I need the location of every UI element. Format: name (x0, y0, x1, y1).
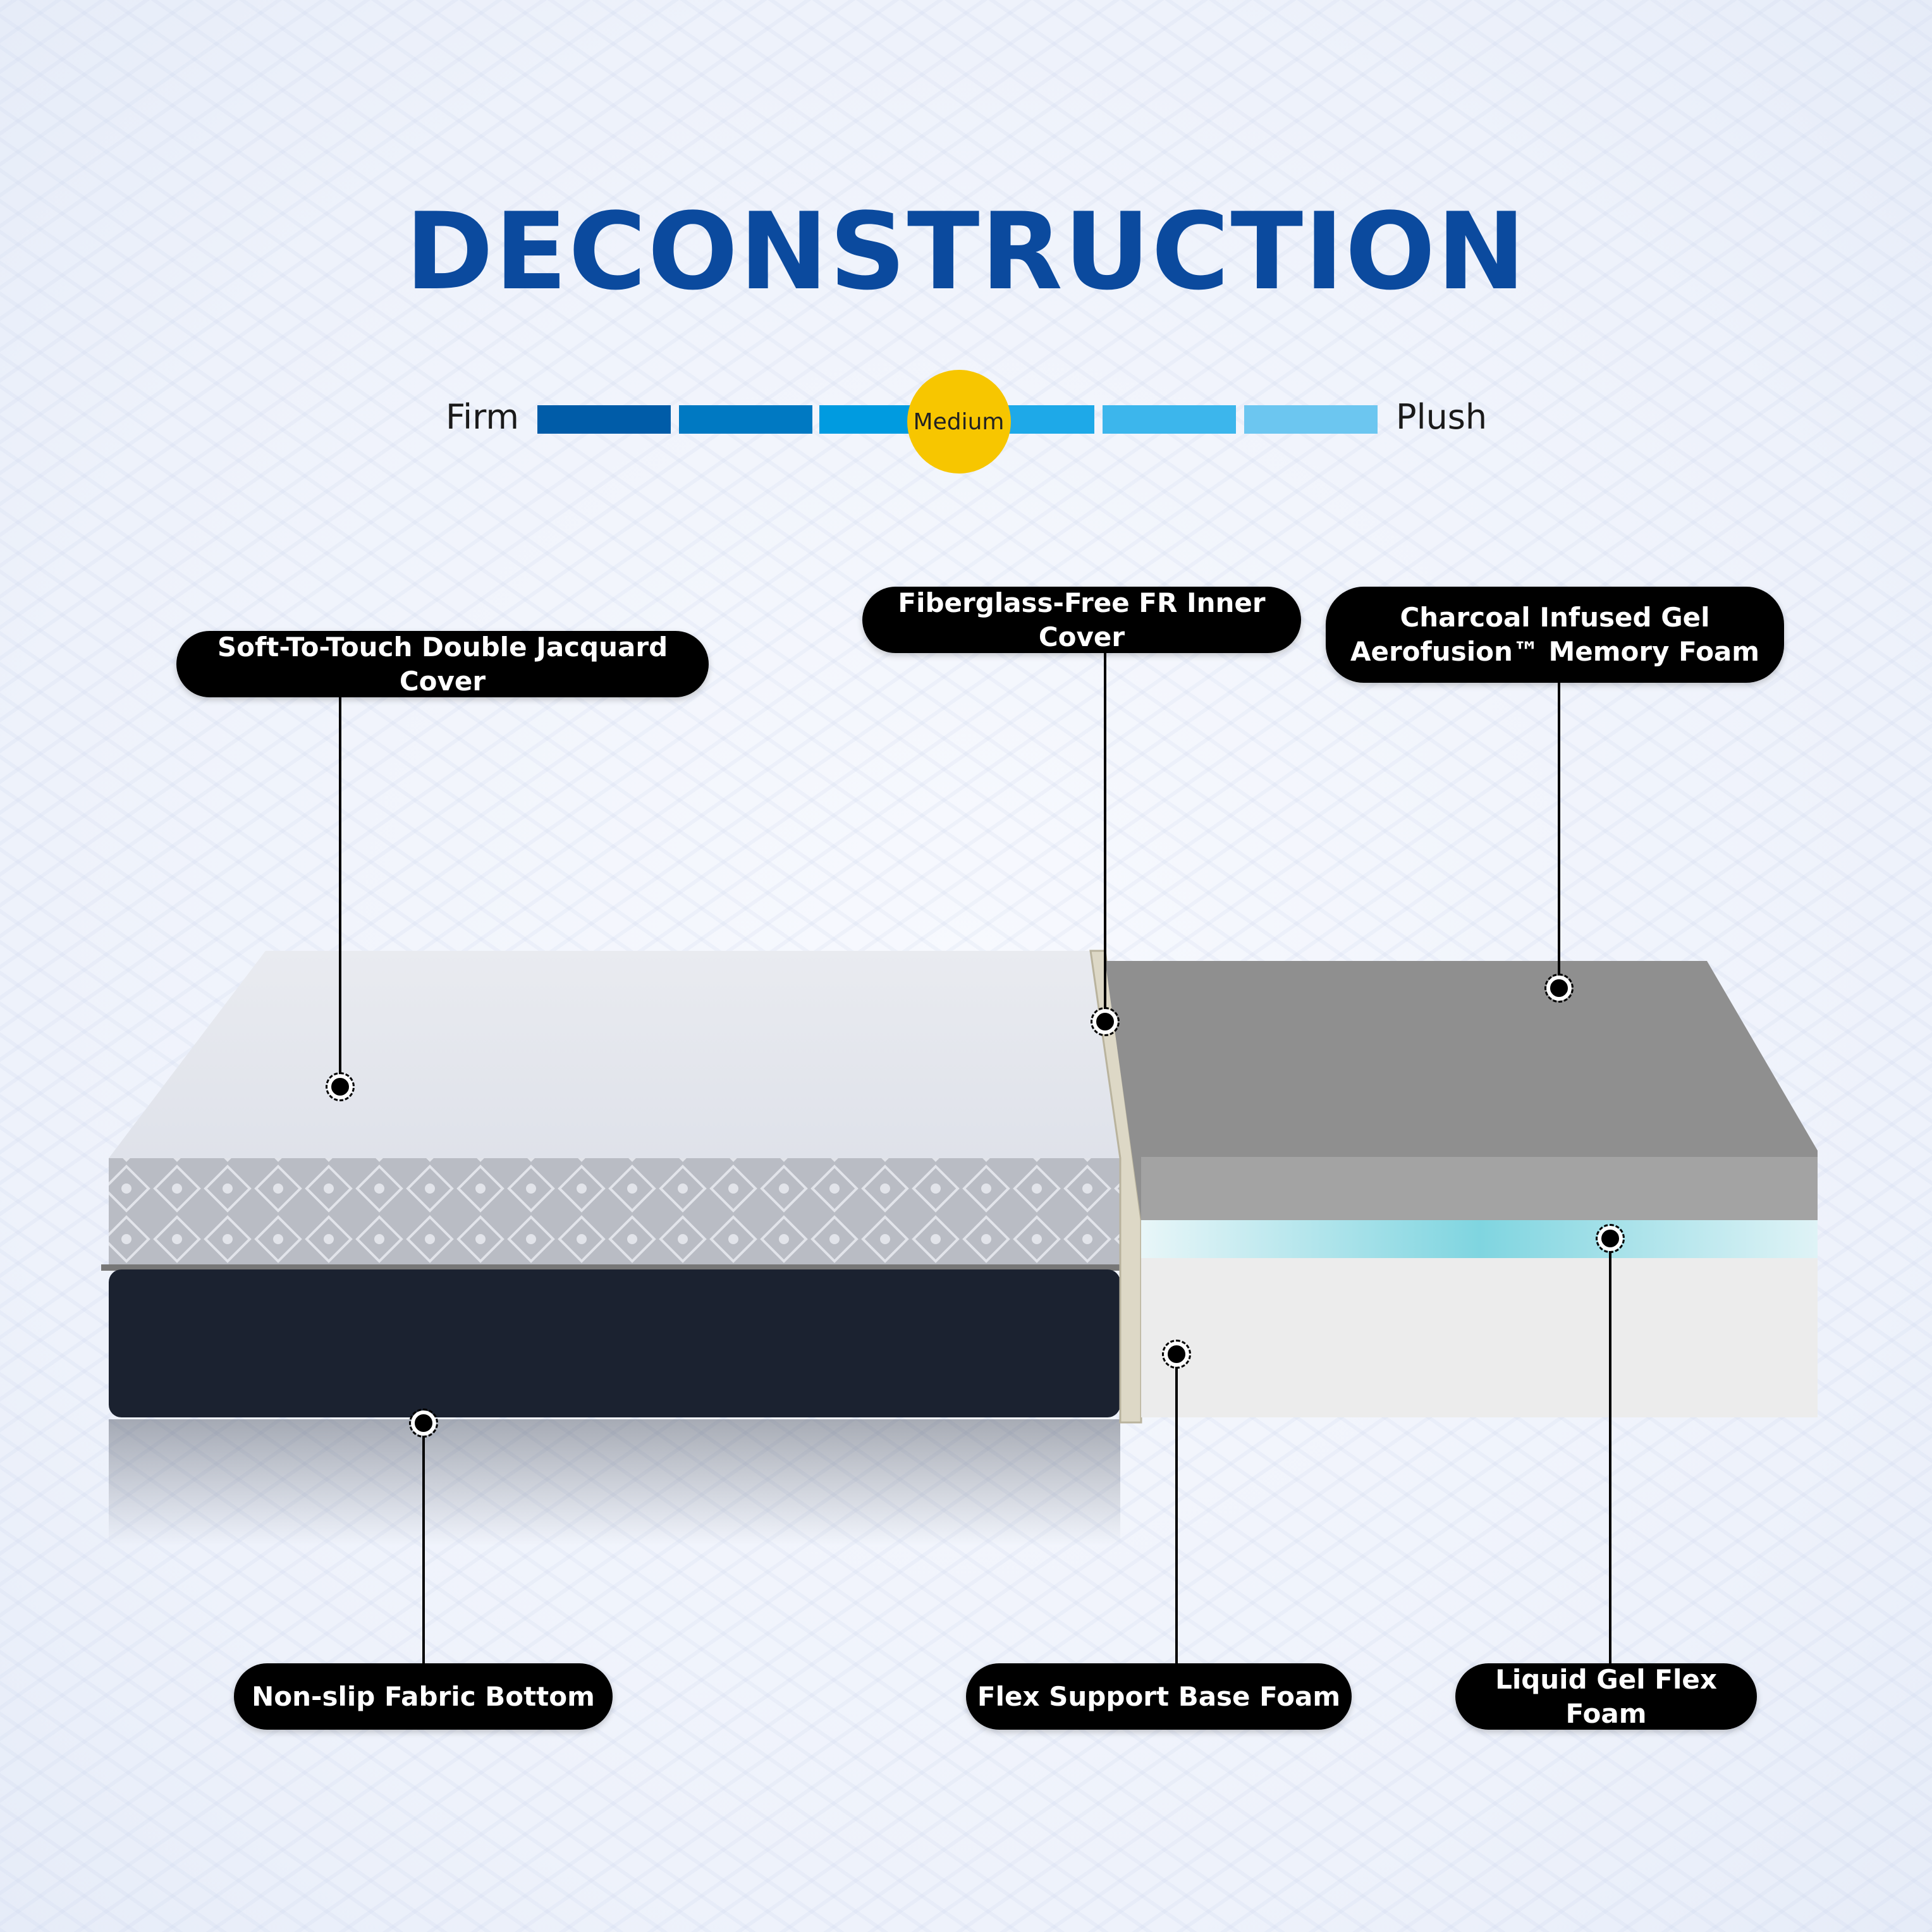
base-foam-layer (1141, 1258, 1818, 1417)
memory-foam-top (1105, 961, 1818, 1220)
mattress-reflection (109, 1419, 1120, 1546)
hotspot-dot (1091, 1007, 1120, 1036)
callout-label: Soft-To-Touch Double Jacquard Cover (217, 631, 668, 697)
leader-line (422, 1423, 425, 1663)
firm-label: Firm (446, 397, 519, 437)
callout-label: Fiberglass-Free FR Inner Cover (898, 587, 1266, 652)
callout-fabric-bottom: Non-slip Fabric Bottom (234, 1663, 613, 1730)
cover-top (109, 951, 1122, 1158)
hotspot-dot (1162, 1340, 1191, 1369)
callout-base-foam: Flex Support Base Foam (966, 1663, 1352, 1730)
callout-label: Non-slip Fabric Bottom (252, 1680, 595, 1712)
leader-line (339, 697, 341, 1087)
hotspot-dot (409, 1409, 438, 1438)
firmness-segment (537, 405, 671, 434)
callout-gel-flex-foam: Liquid Gel Flex Foam (1455, 1663, 1757, 1730)
memory-foam-side (1141, 1157, 1818, 1220)
plush-label: Plush (1396, 397, 1488, 437)
callout-jacquard-cover: Soft-To-Touch Double Jacquard Cover (176, 631, 709, 697)
jacquard-side (109, 1158, 1122, 1269)
callout-label: Liquid Gel Flex Foam (1495, 1663, 1717, 1729)
leader-line (1609, 1238, 1611, 1663)
leader-line (1558, 683, 1560, 988)
medium-label: Medium (913, 408, 1005, 435)
hotspot-dot (326, 1072, 355, 1101)
gel-foam-layer (1141, 1220, 1818, 1258)
leader-line (1104, 653, 1106, 1022)
firmness-segment (679, 405, 812, 434)
firmness-segment (1103, 405, 1236, 434)
callout-label: Charcoal Infused Gel (1400, 602, 1710, 633)
hotspot-dot (1596, 1224, 1625, 1253)
firmness-marker: Medium (907, 370, 1011, 474)
callout-label: Flex Support Base Foam (977, 1680, 1341, 1712)
page-title: DECONSTRUCTION (405, 190, 1527, 314)
firmness-segment (1244, 405, 1378, 434)
leader-line (1175, 1354, 1178, 1663)
callout-label-line2: Aerofusion™ Memory Foam (1350, 636, 1760, 667)
callout-inner-cover: Fiberglass-Free FR Inner Cover (862, 587, 1301, 653)
fabric-bottom (109, 1269, 1120, 1417)
hotspot-dot (1544, 974, 1574, 1003)
